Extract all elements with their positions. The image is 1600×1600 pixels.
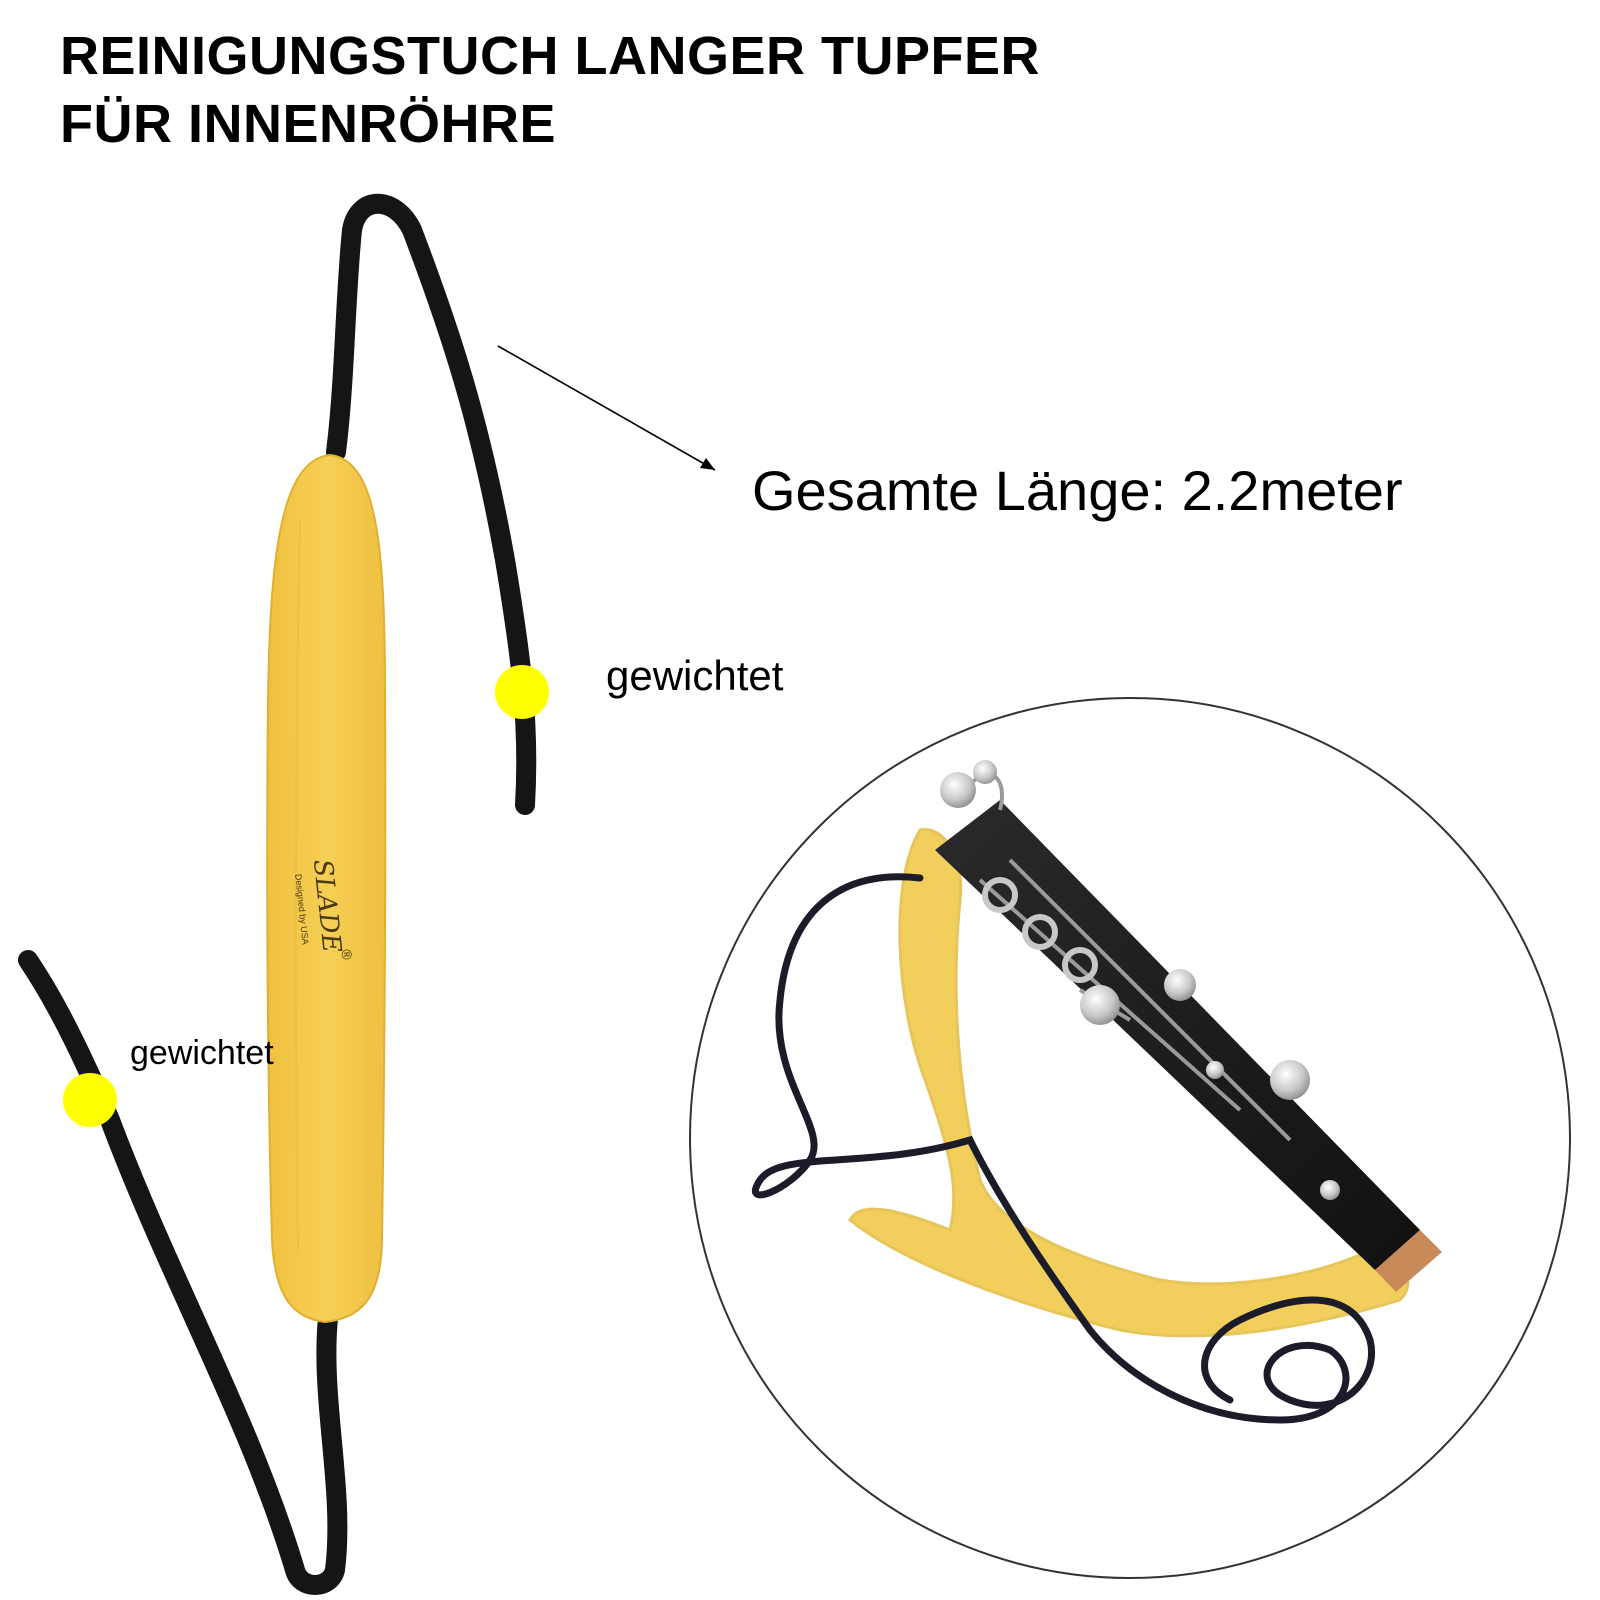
swab-cord-top [326, 193, 537, 815]
inset-cloth [848, 828, 1410, 1338]
page-title-line-2: FÜR INNENRÖHRE [60, 94, 557, 154]
page-title: REINIGUNGSTUCH LANGER TUPFER FÜR INNENRÖ… [60, 22, 1260, 158]
weighted-label-left: gewichtet [130, 1034, 274, 1072]
weight-marker-right [495, 665, 549, 719]
total-length-label: Gesamte Länge: 2.2meter [752, 459, 1403, 522]
clarinet-detail-image [751, 760, 1442, 1424]
brand-mark: ® [338, 948, 355, 961]
detail-circle-frame [689, 697, 1571, 1579]
page-title-line-1: REINIGUNGSTUCH LANGER TUPFER [60, 26, 1041, 86]
length-arrow-line [497, 345, 716, 471]
clarinet-cork [1375, 1230, 1442, 1292]
clarinet-body [935, 800, 1420, 1270]
length-arrow-head [700, 458, 715, 470]
inset-cord [751, 873, 1375, 1424]
swab-cloth-seam [294, 519, 301, 1251]
weighted-label-right: gewichtet [606, 652, 784, 699]
weight-marker-left [63, 1073, 117, 1127]
